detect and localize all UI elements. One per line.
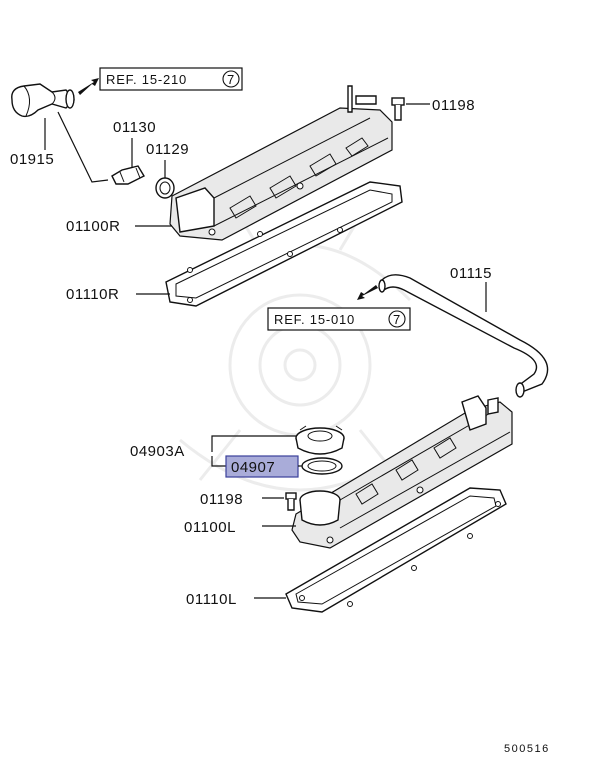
arrow-to-ref-010 xyxy=(357,285,378,300)
ref-15-010-text: REF. 15-010 xyxy=(274,312,355,327)
part-label-01130[interactable]: 01130 xyxy=(113,119,156,136)
part-label-01198-top[interactable]: 01198 xyxy=(432,97,475,114)
gasket-left-part xyxy=(285,487,507,613)
breather-hose-part xyxy=(11,83,75,118)
part-label-01198-bottom[interactable]: 01198 xyxy=(200,491,243,508)
gasket-right-part xyxy=(165,181,403,307)
o-ring-part xyxy=(301,457,343,475)
hose-01115-part xyxy=(378,274,549,398)
ref-15-210-circle-num: 7 xyxy=(227,72,235,87)
part-label-04907-highlight[interactable]: 04907 xyxy=(225,455,299,478)
oil-filler-cap-part xyxy=(295,425,345,455)
pcv-valve-part xyxy=(111,165,145,185)
diagram-code: 500516 xyxy=(504,743,550,755)
ref-15-010-box[interactable]: REF. 15-010 7 xyxy=(267,307,411,331)
ref-15-010-circle-num: 7 xyxy=(393,312,401,327)
rocker-cover-left-part xyxy=(291,395,513,549)
bolt-top-part xyxy=(391,97,405,121)
rocker-cover-right-part xyxy=(169,85,393,241)
part-label-01110R[interactable]: 01110R xyxy=(66,286,119,303)
bolt-bottom-part xyxy=(285,492,297,511)
arrow-to-ref-210 xyxy=(78,78,99,95)
ref-15-210-box[interactable]: REF. 15-210 7 xyxy=(99,67,243,91)
part-label-01115[interactable]: 01115 xyxy=(450,265,492,282)
part-label-04907: 04907 xyxy=(231,459,275,476)
part-label-01100L[interactable]: 01100L xyxy=(184,519,236,536)
grommet-part xyxy=(155,177,175,199)
ref-15-210-text: REF. 15-210 xyxy=(106,72,187,87)
part-label-01915[interactable]: 01915 xyxy=(10,151,54,168)
part-label-01110L[interactable]: 01110L xyxy=(186,591,237,608)
part-label-01100R[interactable]: 01100R xyxy=(66,218,120,235)
part-label-04903A[interactable]: 04903A xyxy=(130,443,185,460)
part-label-01129[interactable]: 01129 xyxy=(146,141,189,158)
